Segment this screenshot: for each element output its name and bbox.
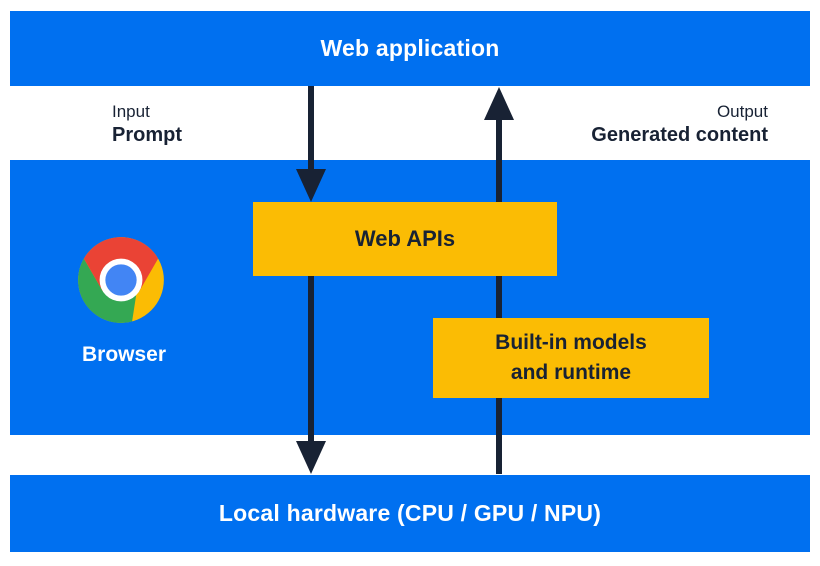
web-application-label: Web application [320, 35, 500, 61]
output-label: Output [716, 102, 768, 121]
input-label: Input [112, 102, 150, 121]
built-in-models-box: Built-in models and runtime [433, 318, 709, 398]
generated-content-label: Generated content [591, 124, 768, 146]
web-apis-box: Web APIs [253, 202, 557, 276]
chrome-logo-icon [78, 237, 164, 323]
generated-content-arrowhead [484, 87, 514, 120]
web-application-bar: Web application [10, 11, 810, 86]
prompt-arrowhead-into-web-apis [296, 169, 326, 202]
prompt-label: Prompt [112, 124, 182, 146]
built-in-models-label-line2: and runtime [510, 361, 632, 384]
prompt-arrowhead-into-hardware [296, 441, 326, 474]
generated-content-arrow-line [496, 119, 502, 474]
web-apis-label: Web APIs [354, 226, 456, 251]
browser-label: Browser [81, 343, 167, 366]
built-in-models-label-line1: Built-in models [495, 330, 647, 354]
prompt-arrow-line-upper [308, 86, 314, 169]
local-hardware-bar: Local hardware (CPU / GPU / NPU) [10, 475, 810, 552]
prompt-arrow-line-lower [308, 276, 314, 441]
local-hardware-label: Local hardware (CPU / GPU / NPU) [218, 500, 602, 526]
